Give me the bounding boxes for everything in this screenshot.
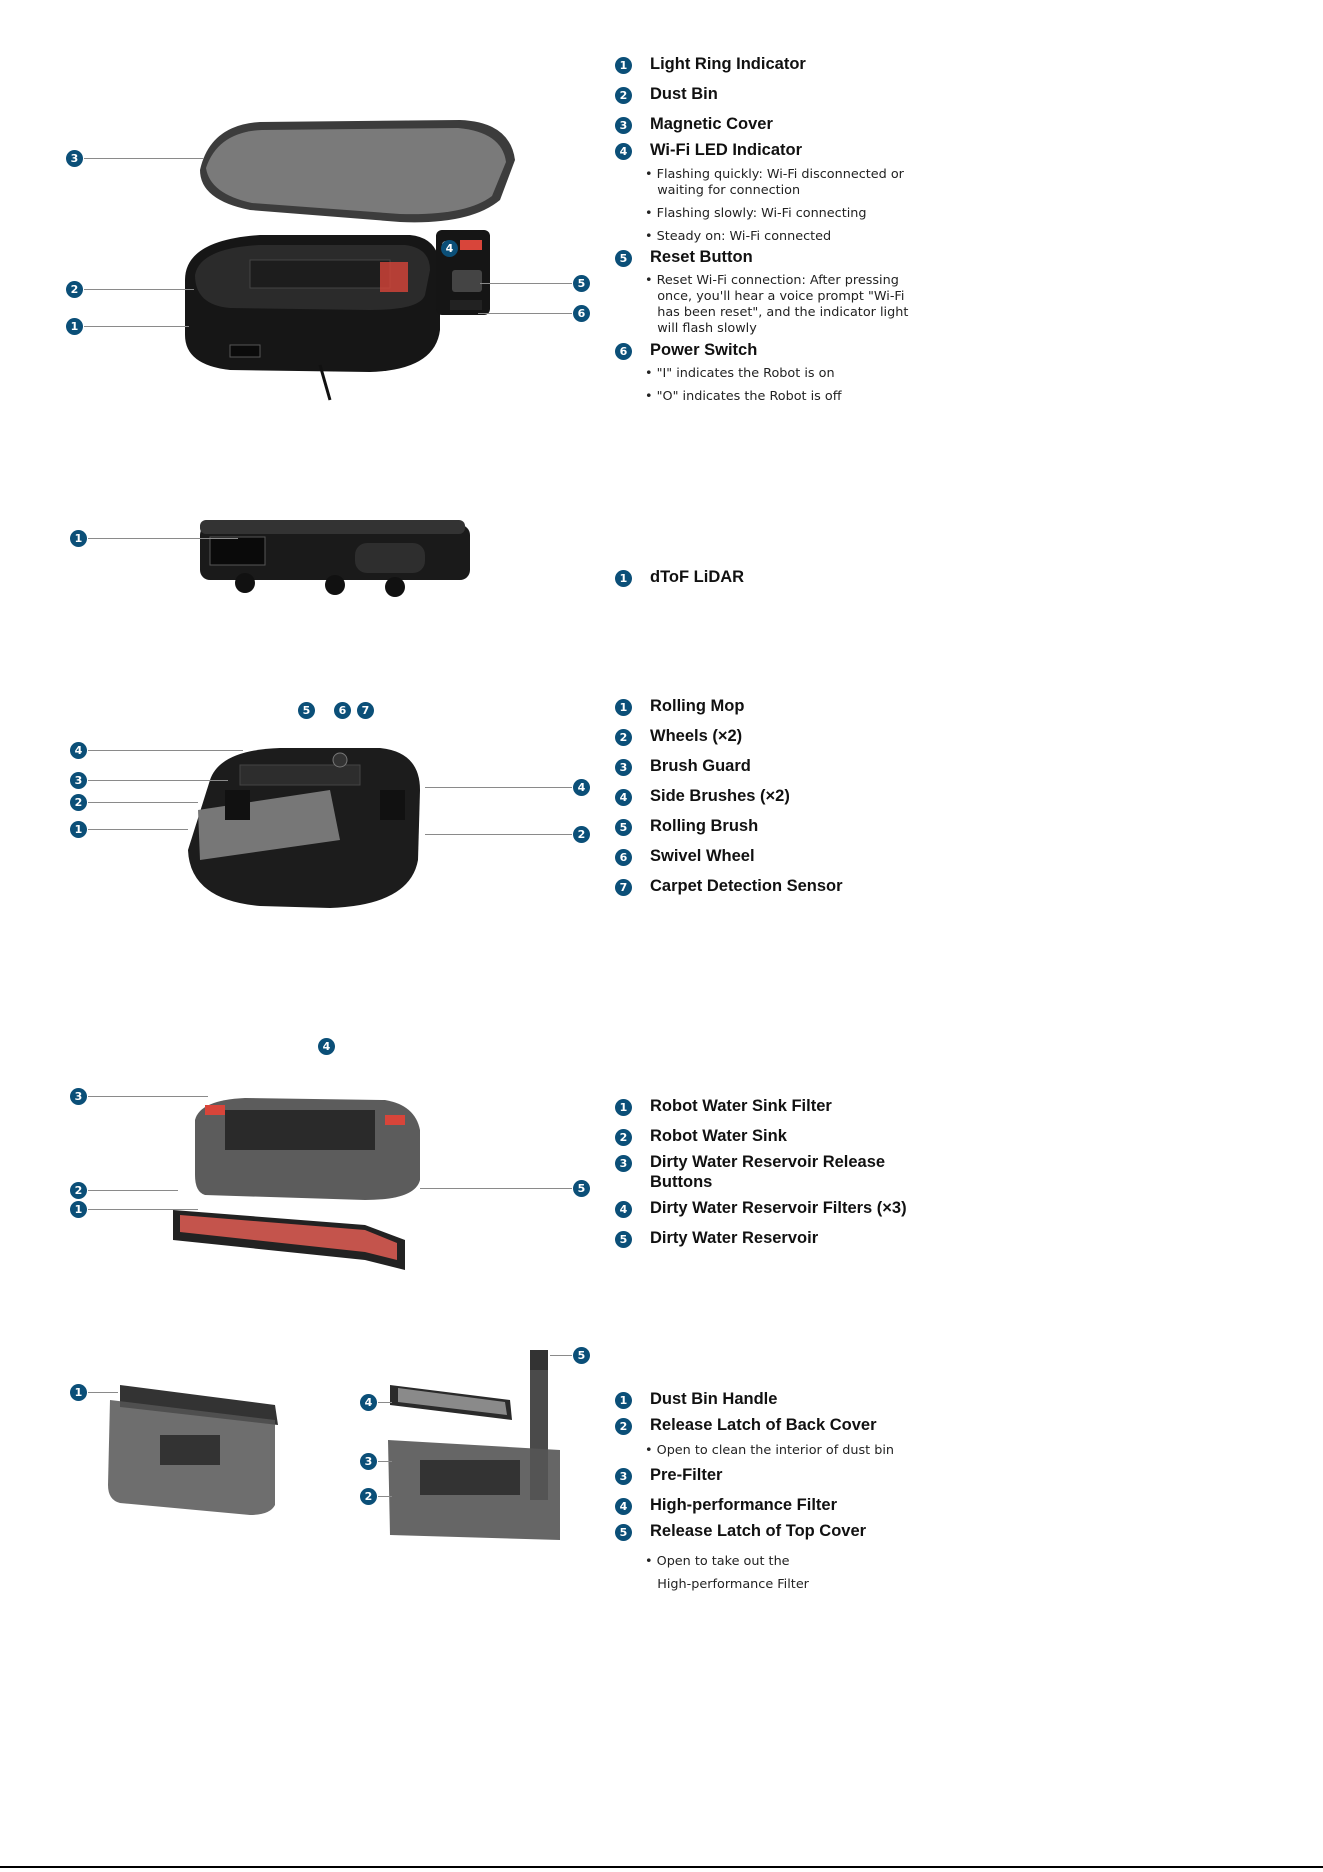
callout-2: 2 [573,826,590,843]
callout-3: 3 [360,1453,377,1470]
dust-bin-open-illustration [380,1340,580,1540]
leader-line [84,289,194,290]
leader-line [420,1188,572,1189]
power-note: • "I" indicates the Robot is on [645,366,835,382]
callout-2: 2 [70,1182,87,1199]
leader-line [480,283,572,284]
callout-1: 1 [66,318,83,335]
leader-line [88,1190,178,1191]
callout-4: 4 [573,779,590,796]
leader-line [88,780,228,781]
callout-1: 1 [70,1201,87,1218]
section-side-view: 1 [0,500,1323,620]
water-sink-illustration [165,1060,430,1280]
callout-2: 2 [70,794,87,811]
reset-note: • Reset Wi-Fi connection: After pressing… [645,273,908,337]
leader-line [478,313,572,314]
leader-line [88,538,238,539]
leader-line [378,1402,392,1403]
wifi-note: • Flashing quickly: Wi-Fi disconnected o… [645,167,904,199]
leader-line [550,1355,572,1356]
callout-5: 5 [573,1347,590,1364]
top-cover-note: • Open to take out the High-performance … [645,1550,809,1596]
callout-6: 6 [573,305,590,322]
footer-divider [0,1866,1323,1868]
leader-line [88,750,243,751]
callout-1: 1 [70,821,87,838]
callout-4: 4 [360,1394,377,1411]
callout-5: 5 [573,1180,590,1197]
leader-line [88,802,198,803]
callout-3: 3 [70,772,87,789]
callout-5: 5 [298,702,315,719]
callout-4: 4 [70,742,87,759]
callout-2: 2 [66,281,83,298]
leader-line [88,829,188,830]
leader-line [425,787,572,788]
callout-1: 1 [70,1384,87,1401]
leader-line [425,834,572,835]
back-cover-note: • Open to clean the interior of dust bin [645,1443,894,1459]
callout-4: 4 [318,1038,335,1055]
callout-2: 2 [360,1488,377,1505]
dust-bin-illustration [100,1375,280,1515]
power-note: • "O" indicates the Robot is off [645,389,842,405]
callout-4: 4 [441,240,458,257]
callout-1: 1 [70,530,87,547]
wifi-note: • Steady on: Wi-Fi connected [645,229,831,245]
leader-line [88,1096,208,1097]
wifi-note: • Flashing slowly: Wi-Fi connecting [645,206,867,222]
callout-7: 7 [357,702,374,719]
callout-5: 5 [573,275,590,292]
leader-line [88,1209,198,1210]
leader-line [84,326,189,327]
callout-3: 3 [66,150,83,167]
robot-side-illustration [195,515,475,605]
leader-line [88,1392,118,1393]
leader-line [378,1461,392,1462]
callout-6: 6 [334,702,351,719]
robot-top-illustration [140,110,600,410]
leader-line [378,1496,392,1497]
callout-3: 3 [70,1088,87,1105]
leader-line [84,158,204,159]
item-reservoir-release-cont: Buttons [650,1173,712,1192]
